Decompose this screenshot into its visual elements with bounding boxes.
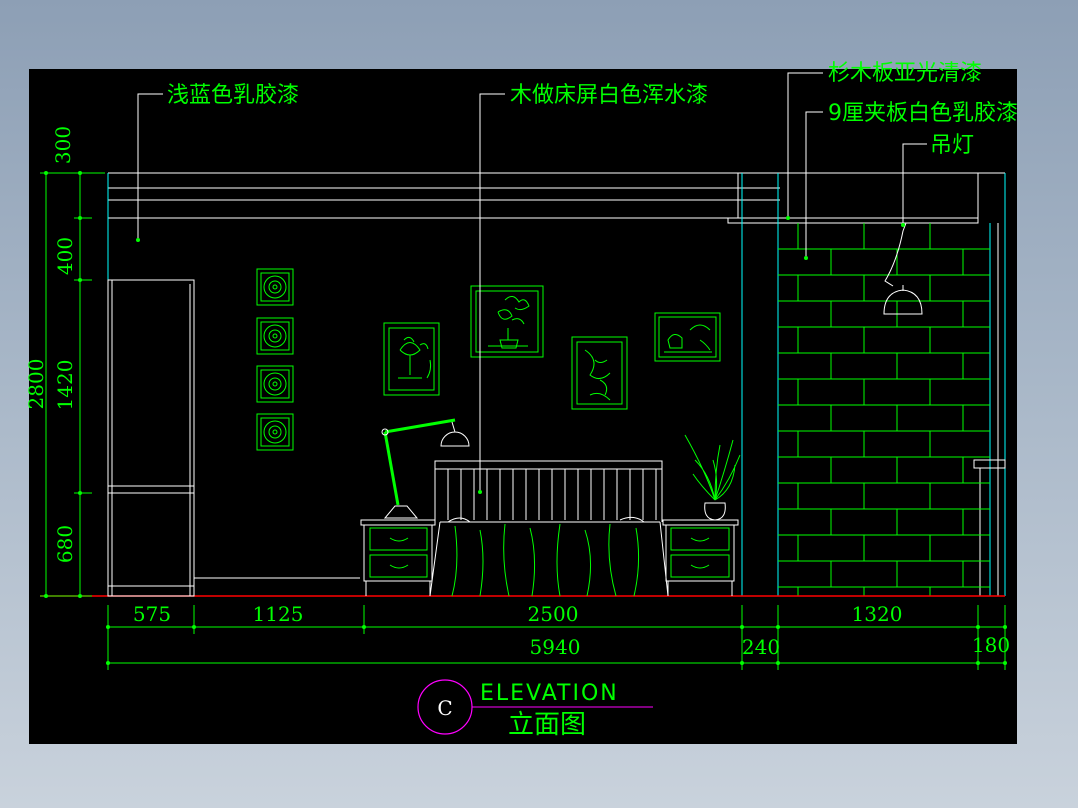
bottom-dimension-ticks <box>106 625 1007 665</box>
ornament-frame-inner <box>260 272 290 302</box>
ornament-circle <box>263 324 287 348</box>
bottom-dimension-lines <box>107 605 1006 670</box>
ornament-center <box>272 429 278 435</box>
dim-left-680: 680 <box>53 525 77 563</box>
label-plywood: 9厘夹板白色乳胶漆 <box>828 101 1018 126</box>
wall-outlines <box>107 173 1006 596</box>
picture-frame-3 <box>571 336 628 410</box>
bed <box>429 460 669 597</box>
nightstand-right <box>662 519 739 596</box>
dim-bottom-1320: 1320 <box>852 602 903 626</box>
dim-bottom-575: 575 <box>133 602 171 626</box>
ornament-frames <box>256 268 294 451</box>
dim-left-400: 400 <box>53 237 77 275</box>
ceiling-structure <box>108 172 1005 224</box>
dim-bottom-1125: 1125 <box>253 602 304 626</box>
title-english: ELEVATION <box>480 681 619 706</box>
ornament-center <box>272 381 278 387</box>
title-block: C ELEVATION 立面图 <box>417 679 653 740</box>
label-blue-latex-paint: 浅蓝色乳胶漆 <box>167 83 299 108</box>
brick-wall <box>778 223 990 596</box>
label-bed-screen: 木做床屏白色浑水漆 <box>510 83 708 108</box>
right-wall-details <box>737 173 1006 596</box>
ornament-circle <box>263 420 287 444</box>
picture-frame-4 <box>654 312 721 362</box>
ornament-frame <box>256 413 294 451</box>
ornament-frame-inner <box>260 321 290 351</box>
ornament-frame <box>256 317 294 355</box>
left-dimension-ticks <box>44 171 82 598</box>
label-pendant-lamp: 吊灯 <box>930 133 974 158</box>
ornament-center <box>272 333 278 339</box>
ornament-frame <box>256 268 294 306</box>
dim-bottom-5940: 5940 <box>530 635 581 659</box>
ornament-frame-inner <box>260 417 290 447</box>
left-dimension-lines <box>40 172 105 597</box>
picture-frame-2 <box>470 285 544 358</box>
potted-plant <box>684 434 741 521</box>
ornament-circle <box>263 275 287 299</box>
picture-frame-1 <box>383 322 440 396</box>
nightstand-left <box>360 519 436 596</box>
dim-bottom-180: 180 <box>972 633 1010 657</box>
ornament-frame <box>256 365 294 403</box>
desk-lamp <box>381 418 470 519</box>
dim-left-300: 300 <box>51 126 75 164</box>
leader-dots <box>136 216 905 494</box>
ornament-circle <box>263 372 287 396</box>
ornament-circle-inner <box>268 425 282 439</box>
ornament-circle-inner <box>268 329 282 343</box>
dim-left-1420: 1420 <box>53 360 77 411</box>
wardrobe <box>107 279 360 597</box>
dim-bottom-2500: 2500 <box>528 602 579 626</box>
title-marker: C <box>437 696 452 720</box>
annotation-leaders <box>137 72 927 492</box>
ornament-center <box>272 284 278 290</box>
ornament-circle-inner <box>268 377 282 391</box>
title-chinese: 立面图 <box>508 710 586 740</box>
label-fir-board: 杉木板亚光清漆 <box>828 61 982 86</box>
dim-left-total: 2800 <box>24 359 48 410</box>
pendant-lamp <box>883 222 923 315</box>
dim-bottom-240: 240 <box>742 635 780 659</box>
ornament-circle-inner <box>268 280 282 294</box>
ornament-frame-inner <box>260 369 290 399</box>
